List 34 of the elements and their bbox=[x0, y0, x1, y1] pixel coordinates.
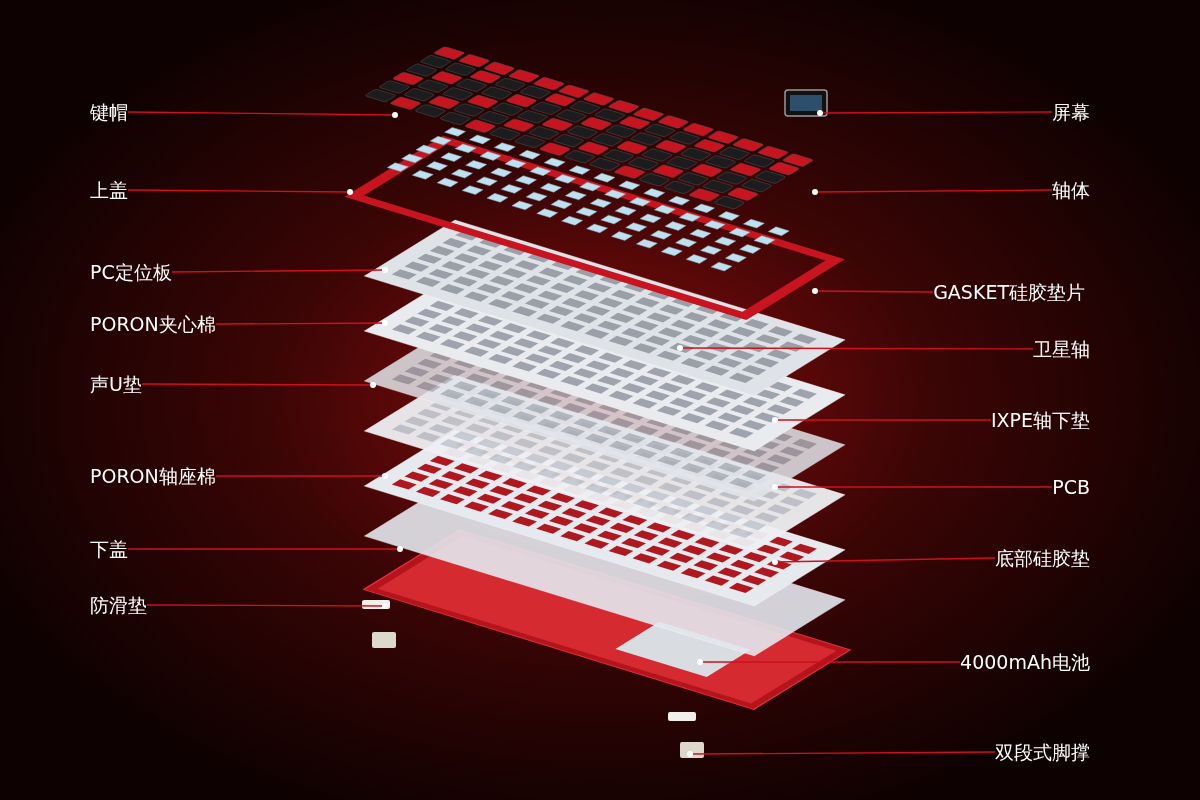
leader-line bbox=[772, 484, 1053, 490]
leader-line bbox=[141, 382, 376, 388]
part-label: 轴体 bbox=[1052, 180, 1090, 200]
part-label: 防滑垫 bbox=[90, 595, 147, 615]
part-label: 卫星轴 bbox=[1033, 339, 1090, 359]
part-label: 4000mAh电池 bbox=[960, 652, 1090, 672]
leader-line bbox=[677, 345, 1034, 351]
part-label: 双段式脚撑 bbox=[995, 742, 1090, 762]
leader-line bbox=[697, 659, 961, 665]
leader-line bbox=[127, 546, 403, 552]
leader-line bbox=[215, 320, 388, 326]
leader-line bbox=[817, 110, 1053, 116]
leader-line bbox=[127, 189, 353, 195]
part-label: PORON轴座棉 bbox=[90, 466, 216, 486]
leader-line bbox=[146, 603, 388, 609]
part-label: 底部硅胶垫 bbox=[995, 548, 1090, 568]
leader-line bbox=[812, 288, 934, 294]
part-label: 上盖 bbox=[90, 180, 128, 200]
leader-line bbox=[812, 189, 1053, 195]
leader-line bbox=[772, 557, 996, 565]
part-label: PORON夹心棉 bbox=[90, 314, 216, 334]
part-label: 键帽 bbox=[90, 102, 128, 122]
part-label: 声U垫 bbox=[90, 374, 142, 394]
part-label: 下盖 bbox=[90, 539, 128, 559]
part-label: GASKET硅胶垫片 bbox=[933, 282, 1085, 302]
leader-line bbox=[772, 417, 992, 423]
part-label: PCB bbox=[1052, 477, 1090, 497]
part-label: PC定位板 bbox=[90, 262, 172, 282]
part-label: 屏幕 bbox=[1052, 102, 1090, 122]
part-label: IXPE轴下垫 bbox=[990, 410, 1090, 430]
leader-line bbox=[687, 751, 996, 757]
leader-line bbox=[127, 111, 398, 118]
leader-line bbox=[171, 267, 388, 273]
leader-line bbox=[215, 473, 388, 479]
